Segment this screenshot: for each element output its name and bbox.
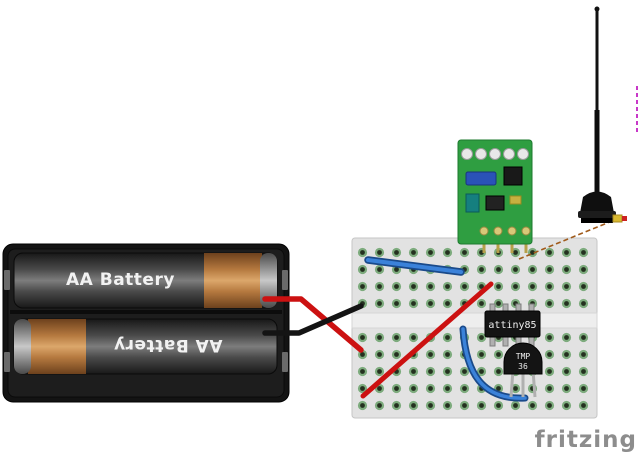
- wire-red-diagonal[interactable]: [360, 281, 494, 399]
- module-pcb[interactable]: [457, 139, 533, 245]
- rf-transmitter-module[interactable]: [457, 139, 533, 253]
- battery-terminal: [14, 319, 31, 374]
- aa-battery-bottom[interactable]: AA Battery: [13, 318, 278, 375]
- tmp36-sensor[interactable]: TMP 36: [503, 342, 543, 398]
- module-pad: [461, 148, 473, 160]
- sensor-body[interactable]: [503, 342, 543, 375]
- battery-contact: [282, 352, 288, 372]
- battery-copper-band: [28, 319, 86, 374]
- attiny85-chip[interactable]: attiny85: [484, 303, 541, 347]
- module-pin-pad: [507, 226, 517, 236]
- battery-holder-divider: [10, 310, 282, 314]
- wire-red-battery[interactable]: [262, 296, 364, 353]
- fritzing-watermark: fritzing: [535, 427, 637, 453]
- breadboard[interactable]: [351, 237, 598, 419]
- antenna-connector: [612, 214, 623, 223]
- module-capacitor: [465, 193, 480, 213]
- module-inductor: [465, 171, 497, 186]
- sensor-label-line2: 36: [518, 362, 528, 371]
- module-resistor: [509, 195, 522, 205]
- antenna-base-foot: [581, 218, 613, 223]
- battery-label-bottom: AA Battery: [114, 335, 223, 355]
- wire-blue-top[interactable]: [364, 256, 465, 276]
- module-pad: [475, 148, 487, 160]
- battery-contact: [4, 352, 10, 372]
- battery-terminal: [260, 253, 277, 308]
- battery-contact: [282, 270, 288, 290]
- breadboard-center-channel: [351, 312, 598, 329]
- chip-label: attiny85: [488, 320, 536, 331]
- sensor-label-line1: TMP: [516, 352, 531, 361]
- antenna-base-ring: [578, 211, 616, 218]
- antenna-whip-lower: [594, 110, 600, 196]
- wire-black-battery[interactable]: [262, 303, 364, 336]
- module-pin-pad: [493, 226, 503, 236]
- aa-battery-top[interactable]: AA Battery: [13, 252, 278, 309]
- module-pad: [517, 148, 529, 160]
- module-component: [485, 195, 505, 211]
- module-pad: [489, 148, 501, 160]
- antenna-base-cone: [580, 191, 614, 213]
- wire-blue-curved[interactable]: [459, 325, 529, 402]
- antenna-whip-upper: [595, 8, 599, 113]
- battery-contact: [4, 270, 10, 290]
- antenna-connector-tip: [622, 216, 627, 221]
- module-pin-pad: [521, 226, 531, 236]
- module-pad: [503, 148, 515, 160]
- battery-copper-band: [204, 253, 262, 308]
- dashed-connection-line: [518, 220, 613, 260]
- chip-body[interactable]: [484, 310, 541, 338]
- module-ic: [503, 166, 523, 186]
- battery-label-top: AA Battery: [66, 270, 175, 290]
- antenna[interactable]: [578, 6, 627, 224]
- battery-holder[interactable]: AA Battery AA Battery: [2, 243, 290, 403]
- module-pin-pad: [479, 226, 489, 236]
